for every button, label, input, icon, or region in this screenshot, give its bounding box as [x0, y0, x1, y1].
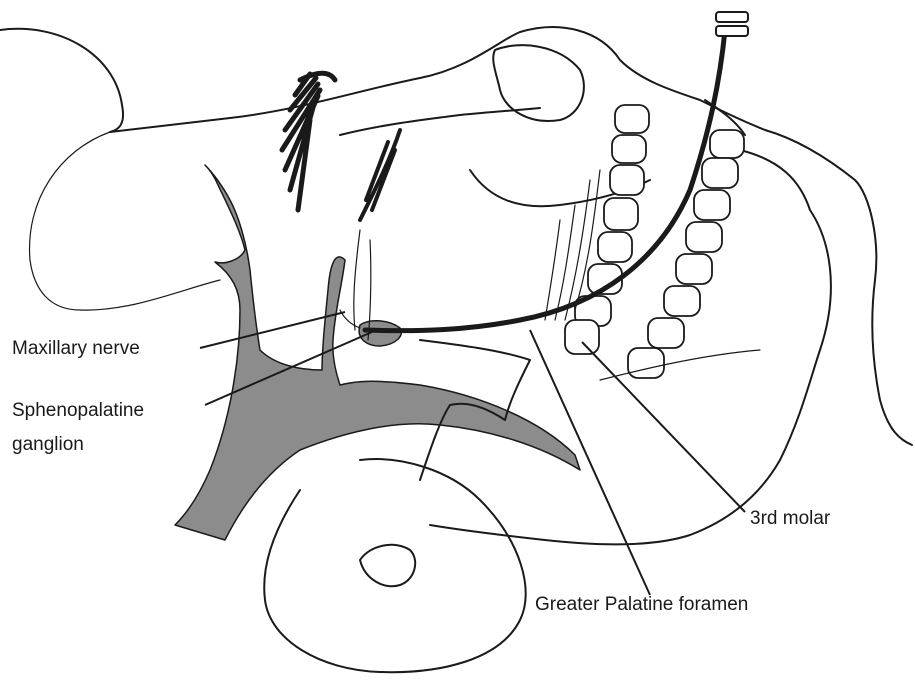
eyebrow [282, 73, 335, 210]
third-molar-tooth [565, 320, 599, 354]
label-sphenopalatine-line2: ganglion [12, 432, 84, 458]
label-greater-palatine: Greater Palatine foramen [535, 592, 748, 618]
eye-socket [493, 45, 584, 121]
ganglion[interactable] [359, 321, 401, 346]
catheter-hub-icon[interactable] [716, 12, 748, 36]
face-line [30, 132, 220, 310]
upper-teeth [565, 105, 649, 354]
tongue-line [600, 350, 760, 380]
nose-contour [340, 108, 650, 206]
label-third-molar: 3rd molar [750, 506, 830, 532]
pterygoid-shape[interactable] [175, 165, 580, 540]
eye [360, 130, 400, 220]
label-maxillary-nerve: Maxillary nerve [12, 336, 140, 362]
ear-inner [360, 545, 415, 586]
label-sphenopalatine-line1: Sphenopalatine [12, 398, 144, 424]
inferior-contour [264, 459, 525, 672]
head-outline [0, 27, 912, 445]
